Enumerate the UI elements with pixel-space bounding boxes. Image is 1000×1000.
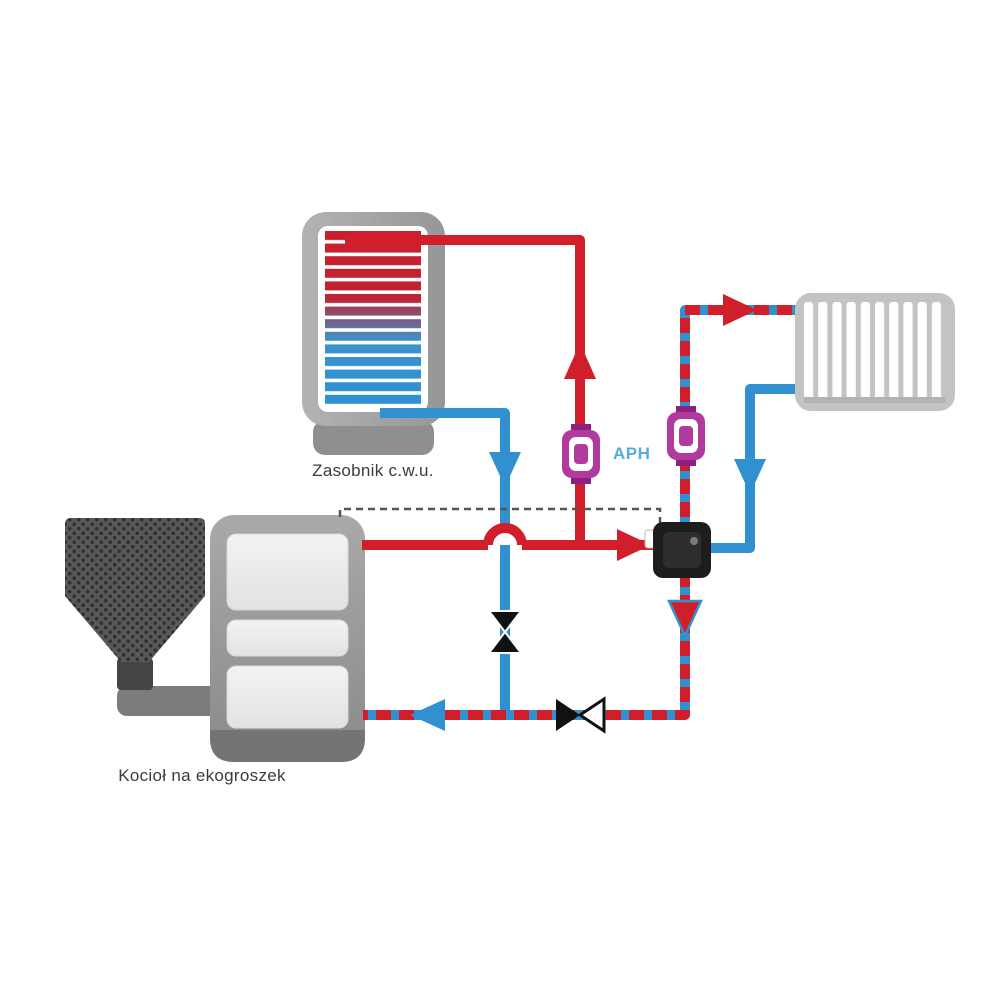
panel-radiator: [795, 293, 955, 411]
circulation-pump-heating: [667, 406, 705, 466]
circulation-pump-aph: [562, 424, 600, 484]
pump-heating-flange-top: [676, 406, 696, 415]
pipe-mixed-return-dash: [363, 572, 690, 720]
control-cable: [338, 507, 662, 527]
pump-heating-rotor: [679, 426, 693, 446]
check-valve: [556, 696, 606, 734]
pipe-dhw-cold-feed: [380, 408, 510, 717]
flow-arrow-up-hot: [564, 343, 596, 379]
pump-heating-flange-bottom: [676, 457, 696, 466]
pipe-bridge: [483, 523, 527, 546]
pipe-mixed-return-base: [363, 572, 690, 720]
fuel-hopper: [65, 518, 221, 716]
pump-aph-flange-bottom: [571, 475, 591, 484]
solid-fuel-boiler: [210, 515, 365, 762]
check-valve-solid: [556, 699, 580, 731]
boiler-panel-top: [226, 533, 349, 611]
pump-aph-rotor: [574, 444, 588, 464]
boiler-base: [210, 730, 365, 762]
pump-aph-flange-top: [571, 424, 591, 433]
check-valve-open: [577, 696, 606, 734]
hopper-texture: [65, 518, 205, 662]
flow-arrow-right-hot: [617, 529, 651, 561]
radiator-shadow: [804, 397, 946, 403]
mixing-valve-knob: [690, 537, 698, 545]
flow-arrow-down-mixed: [667, 599, 703, 640]
radiator-fins: [804, 302, 946, 402]
flow-arrow-left-return: [410, 699, 445, 731]
flow-arrow-down-cold: [489, 452, 521, 487]
tank-label: Zasobnik c.w.u.: [312, 461, 434, 480]
tank-base: [313, 420, 434, 455]
pump-aph-label: APH: [613, 444, 650, 463]
mixing-valve: [644, 522, 711, 578]
dhw-tank: [302, 212, 445, 455]
shut-off-valve: [486, 610, 524, 654]
hopper-neck: [117, 658, 153, 690]
flow-arrow-right-mixed: [723, 294, 757, 326]
fuel-feeder-tube: [117, 686, 221, 716]
tank-coil: [325, 231, 421, 407]
flow-arrow-down-return: [734, 459, 766, 494]
shut-off-valve-bottom: [486, 630, 524, 654]
boiler-panel-middle: [226, 619, 349, 657]
boiler-panel-bottom: [226, 665, 349, 729]
boiler-label: Kocioł na ekogroszek: [118, 766, 286, 785]
shut-off-valve-top: [486, 610, 524, 634]
flow-arrows: [410, 294, 766, 731]
